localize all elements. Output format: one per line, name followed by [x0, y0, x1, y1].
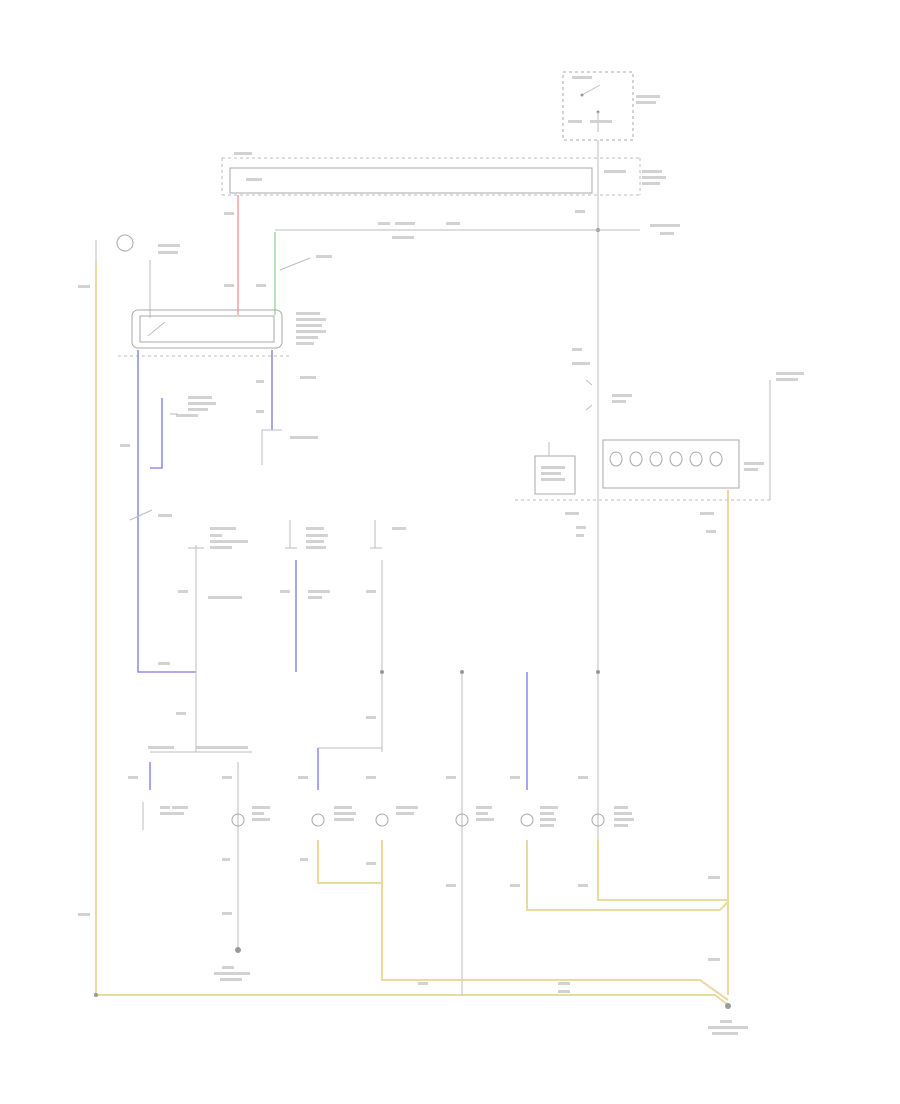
connector-icon [116, 234, 134, 252]
ground-wire-left [95, 262, 715, 996]
switch-brake [178, 527, 248, 672]
lamp-turn [510, 776, 729, 911]
ignition-switch [562, 71, 660, 141]
warning-buzzer-module [515, 348, 804, 515]
instrument-cluster [118, 309, 326, 357]
lamp-door-ajar [366, 776, 462, 981]
blue-wire-branch [150, 398, 163, 469]
lamp-high-beam [446, 776, 494, 887]
lamp-seat-belt [128, 762, 188, 830]
lamp-brake [214, 762, 270, 981]
switch-neutral [280, 520, 330, 672]
lamp-brake-warning [578, 776, 728, 901]
fuse-block [221, 152, 666, 196]
switch-door [366, 520, 406, 752]
ground-icon [708, 1003, 748, 1035]
lamp-charge [298, 747, 382, 884]
blue-wire-left [137, 350, 196, 673]
